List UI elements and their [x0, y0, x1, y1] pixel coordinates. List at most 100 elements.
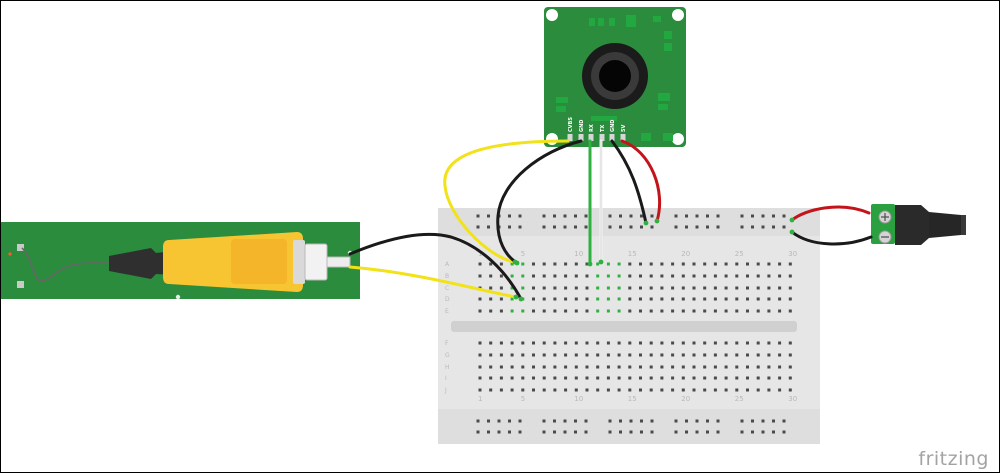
breadboard-hole — [767, 388, 771, 392]
breadboard-column-label: 5 — [521, 395, 525, 403]
camera-pin — [620, 134, 626, 141]
breadboard-hole — [649, 365, 653, 369]
rail-hole — [640, 214, 643, 218]
breadboard-hole — [724, 262, 728, 266]
rail-hole — [476, 225, 480, 229]
rail-hole — [508, 419, 511, 423]
breadboard-hole — [681, 365, 685, 369]
breadboard-hole — [532, 341, 535, 345]
breadboard-hole — [692, 353, 696, 357]
rail-hole — [563, 419, 567, 423]
breadboard-hole — [628, 286, 632, 290]
rail-hole — [542, 214, 546, 218]
rail-hole — [782, 225, 786, 229]
breadboard-hole — [574, 274, 578, 278]
breadboard-hole — [735, 376, 739, 380]
jack-collar — [895, 205, 929, 245]
breadboard-hole — [499, 353, 503, 357]
breadboard-row-label: E — [445, 308, 449, 315]
breadboard-hole — [478, 365, 482, 369]
breadboard-hole — [735, 297, 739, 301]
breadboard-hole — [628, 376, 632, 380]
rail-hole — [542, 430, 546, 434]
breadboard-hole — [746, 286, 749, 290]
breadboard-hole — [617, 353, 621, 357]
breadboard-hole — [478, 274, 482, 278]
breadboard-row-label: H — [445, 364, 450, 371]
breadboard-hole — [681, 297, 685, 301]
rail-hole — [751, 419, 754, 423]
breadboard-hole — [564, 353, 568, 357]
rca-plug-tip — [326, 256, 351, 268]
rail-hole — [674, 430, 678, 434]
breadboard-hole — [585, 365, 589, 369]
breadboard-hole — [521, 309, 525, 313]
rail-hole — [563, 225, 567, 229]
breadboard-hole — [746, 341, 749, 345]
rail-hole — [508, 214, 511, 218]
breadboard-hole — [788, 297, 792, 301]
breadboard-hole — [574, 286, 578, 290]
rail-hole — [751, 214, 754, 218]
breadboard-hole — [617, 341, 621, 345]
breadboard-hole — [542, 376, 546, 380]
breadboard-hole — [778, 365, 782, 369]
breadboard-hole — [617, 286, 621, 290]
breadboard-row-label: F — [445, 340, 449, 347]
breadboard-hole — [703, 341, 707, 345]
breadboard-hole — [671, 297, 675, 301]
breadboard-row-label: G — [445, 352, 450, 359]
rail-hole — [751, 225, 754, 229]
breadboard-hole — [778, 376, 782, 380]
breadboard-hole — [713, 341, 717, 345]
breadboard-hole — [574, 353, 578, 357]
rail-hole — [608, 419, 612, 423]
rail-hole — [740, 214, 744, 218]
breadboard-hole — [735, 388, 739, 392]
rail-hole — [740, 430, 744, 434]
camera-mount-hole — [672, 9, 684, 21]
breadboard-hole — [585, 376, 589, 380]
rail-hole — [508, 430, 511, 434]
breadboard-hole — [671, 388, 675, 392]
breadboard-hole — [671, 309, 675, 313]
rca-plug-ring — [293, 240, 305, 284]
breadboard-hole — [681, 376, 685, 380]
wire-ends — [512, 217, 795, 302]
breadboard-hole — [596, 376, 600, 380]
rail-hole — [650, 225, 654, 229]
breadboard-column-label: 20 — [681, 395, 690, 403]
breadboard-hole — [788, 388, 792, 392]
pcb-pad — [17, 281, 24, 288]
breadboard-hole — [606, 341, 610, 345]
breadboard-hole — [692, 262, 696, 266]
rail-hole — [487, 225, 490, 229]
wire-yellow-video — [348, 265, 518, 299]
breadboard-hole — [489, 365, 493, 369]
top-power-rail — [438, 208, 820, 236]
breadboard-hole — [703, 376, 707, 380]
breadboard-hole — [724, 309, 728, 313]
rail-hole — [553, 419, 556, 423]
breadboard-hole — [617, 297, 621, 301]
jack-tip — [961, 215, 966, 235]
wire-red-jack — [790, 205, 871, 222]
rail-hole — [685, 430, 688, 434]
breadboard-hole — [542, 365, 546, 369]
breadboard-hole — [628, 341, 632, 345]
breadboard-hole — [703, 353, 707, 357]
breadboard-hole — [692, 274, 696, 278]
breadboard-hole — [553, 365, 557, 369]
breadboard-hole — [478, 341, 482, 345]
breadboard-hole — [499, 388, 503, 392]
rail-hole — [650, 430, 654, 434]
breadboard-hole — [639, 341, 642, 345]
breadboard-hole — [724, 365, 728, 369]
rail-hole — [584, 225, 588, 229]
rail-hole — [706, 225, 709, 229]
rail-hole — [553, 214, 556, 218]
rail-hole — [782, 214, 786, 218]
breadboard-hole — [499, 309, 503, 313]
breadboard-hole — [510, 388, 514, 392]
